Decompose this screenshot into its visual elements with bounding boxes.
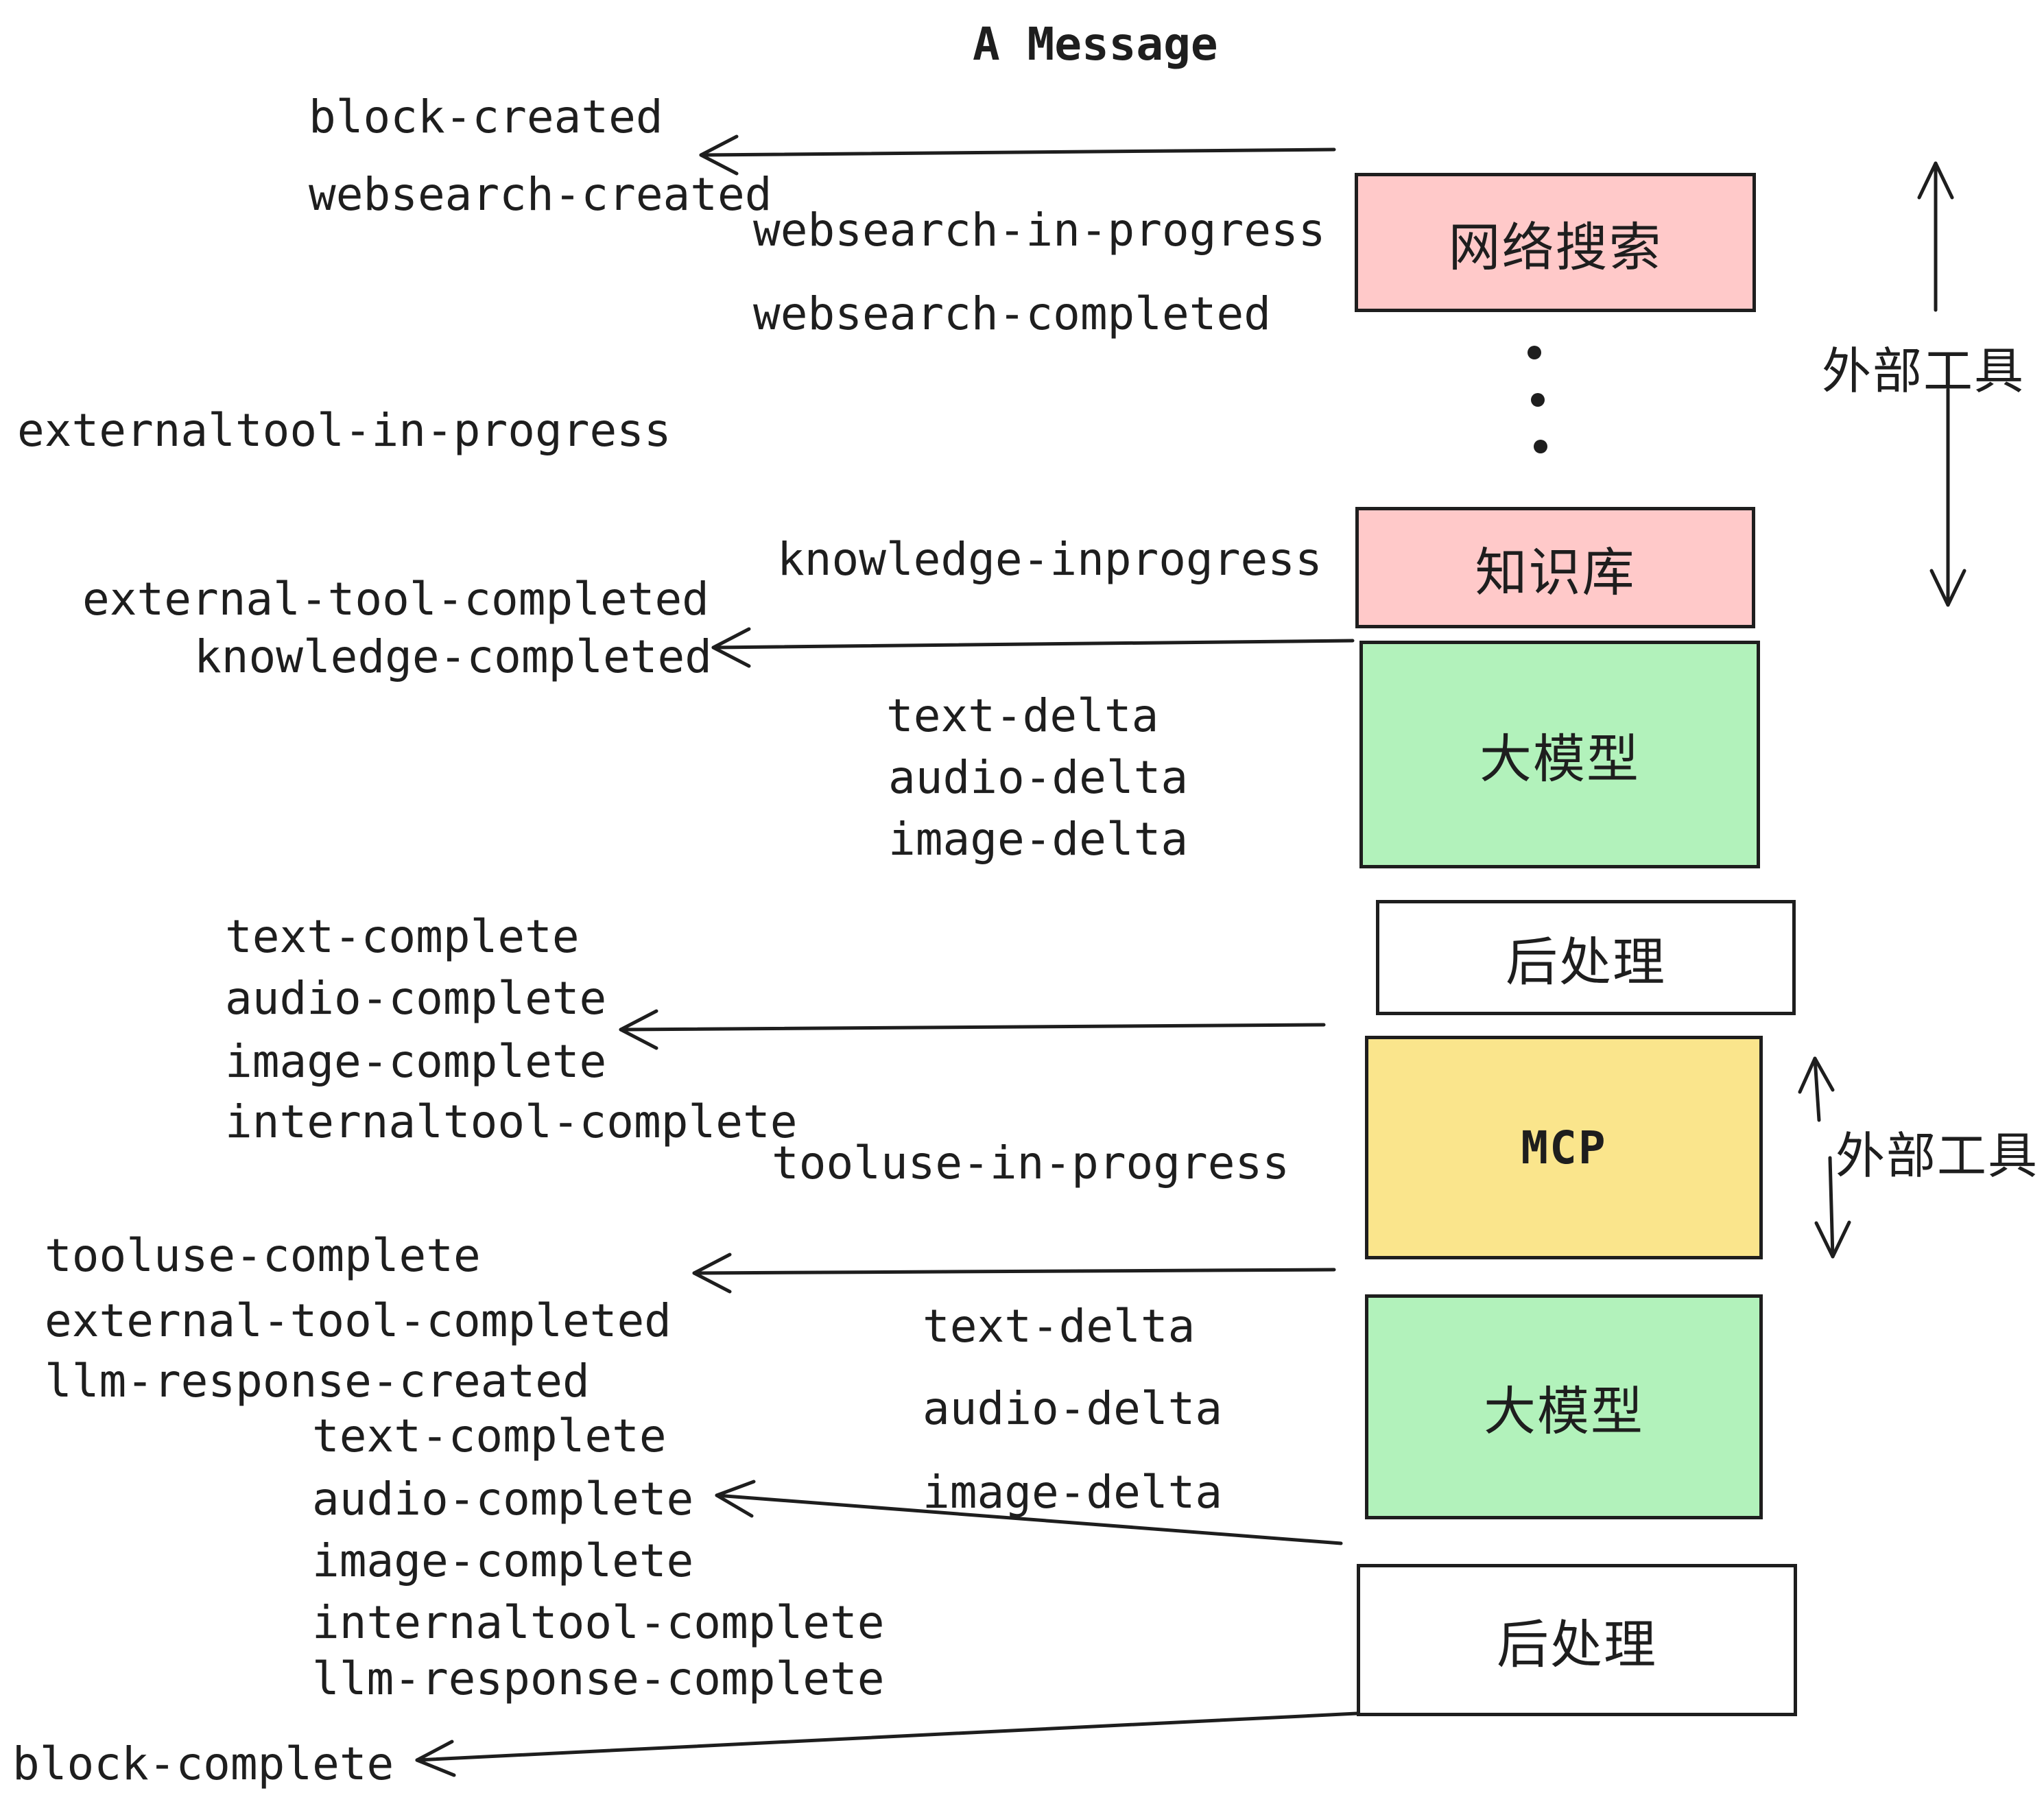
box-llm-2-label: 大模型 (1484, 1381, 1644, 1442)
arrow-audio-complete (715, 1480, 1343, 1545)
event-label-audio-complete-2: audio-complete (312, 1473, 694, 1526)
event-label-text-delta-1: text-delta (886, 689, 1159, 742)
box-post-1-label: 后处理 (1506, 931, 1666, 993)
event-label-block-complete: block-complete (12, 1737, 394, 1790)
event-label-image-complete-2: image-complete (312, 1534, 694, 1587)
box-post-2-label: 后处理 (1497, 1614, 1657, 1675)
event-label-websearch-created: websearch-created (309, 168, 772, 221)
event-label-tooluse-complete: tooluse-complete (45, 1229, 481, 1282)
event-label-external-tool-completed-2: external-tool-completed (45, 1294, 672, 1347)
event-label-text-delta-2: text-delta (923, 1300, 1196, 1353)
box-knowledge-label: 知识库 (1475, 541, 1636, 603)
arrow-external-tools-up-1 (1917, 161, 1954, 312)
event-label-audio-complete-1: audio-complete (225, 972, 607, 1025)
side-label-external-tools-1: 外部工具 (1822, 342, 2025, 400)
event-label-websearch-completed: websearch-completed (753, 287, 1271, 340)
box-llm-2: 大模型 (1365, 1294, 1763, 1519)
event-label-audio-delta-2: audio-delta (923, 1382, 1223, 1435)
box-knowledge: 知识库 (1355, 507, 1755, 628)
event-label-image-delta-2: image-delta (923, 1466, 1223, 1519)
event-label-websearch-in-progress: websearch-in-progress (753, 204, 1326, 257)
arrow-block-created (699, 134, 1336, 176)
arrow-external-tools-down-1 (1929, 388, 1966, 607)
side-label-external-tools-2: 外部工具 (1835, 1127, 2039, 1185)
box-post-2: 后处理 (1357, 1564, 1797, 1716)
box-llm-1: 大模型 (1359, 641, 1760, 868)
event-label-tooluse-in-progress: tooluse-in-progress (772, 1137, 1290, 1189)
event-label-knowledge-completed: knowledge-completed (194, 630, 712, 683)
event-label-externaltool-in-progress: externaltool-in-progress (17, 404, 672, 457)
event-label-internaltool-complete-1: internaltool-complete (225, 1095, 798, 1148)
event-label-image-delta-1: image-delta (888, 813, 1189, 866)
event-label-knowledge-inprogress: knowledge-inprogress (777, 533, 1322, 586)
box-websearch: 网络搜索 (1355, 173, 1756, 312)
arrow-block-complete (415, 1711, 1359, 1777)
box-llm-1-label: 大模型 (1479, 728, 1640, 790)
box-mcp-label: MCP (1521, 1121, 1607, 1174)
arrow-knowledge-completed (711, 627, 1355, 668)
box-mcp: MCP (1365, 1036, 1763, 1259)
event-label-audio-delta-1: audio-delta (888, 751, 1189, 804)
ellipsis-dots (1528, 346, 1547, 453)
arrow-external-tools-up-2 (1798, 1056, 1835, 1122)
box-websearch-label: 网络搜索 (1448, 216, 1663, 278)
event-label-text-complete-2: text-complete (312, 1410, 667, 1462)
box-post-1: 后处理 (1376, 900, 1796, 1015)
event-label-block-created: block-created (309, 91, 663, 143)
diagram-title: A Message (973, 18, 1218, 71)
arrow-tooluse-complete (692, 1253, 1336, 1294)
event-label-llm-response-complete: llm-response-complete (312, 1652, 885, 1705)
event-label-image-complete-1: image-complete (225, 1035, 607, 1088)
arrow-external-tools-down-2 (1814, 1156, 1851, 1259)
event-label-text-complete-1: text-complete (225, 910, 580, 963)
event-label-internaltool-complete-2: internaltool-complete (312, 1596, 885, 1649)
arrow-image-complete (619, 1009, 1326, 1050)
event-label-llm-response-created: llm-response-created (45, 1355, 590, 1408)
event-label-external-tool-completed-1: external-tool-completed (82, 573, 709, 626)
